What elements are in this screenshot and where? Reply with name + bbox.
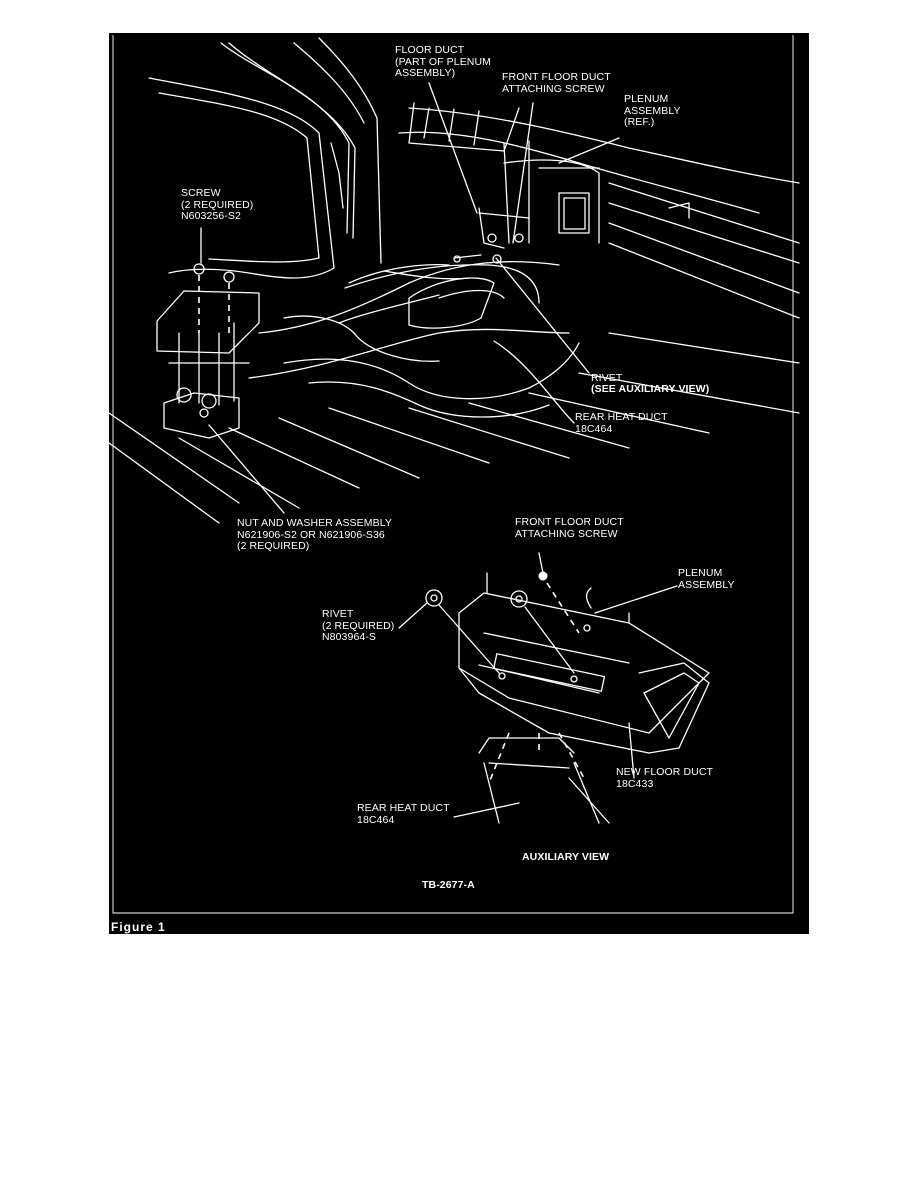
figure-frame: FLOOR DUCT (PART OF PLENUM ASSEMBLY) FRO… xyxy=(109,33,809,934)
see-auxiliary-view-label: (SEE AUXILIARY VIEW) xyxy=(591,383,710,395)
nut-and-washer-label: NUT AND WASHER ASSEMBLY N621906-S2 OR N6… xyxy=(237,517,392,552)
aux-rear-heat-duct-label: REAR HEAT DUCT 18C464 xyxy=(357,802,450,826)
aux-rivet-label: RIVET (2 REQUIRED) N803964-S xyxy=(322,608,395,643)
rear-heat-duct-label: REAR HEAT DUCT 18C464 xyxy=(575,411,668,435)
auxiliary-view-title: AUXILIARY VIEW xyxy=(522,851,610,863)
screw-label: SCREW (2 REQUIRED) N603256-S2 xyxy=(181,187,254,222)
rivet-label: RIVET xyxy=(591,372,623,384)
figure-caption: Figure 1 xyxy=(111,920,166,934)
new-floor-duct-label: NEW FLOOR DUCT 18C433 xyxy=(616,766,714,790)
vehicle-floor-duct-illustration xyxy=(109,35,800,914)
aux-plenum-assembly-label: PLENUM ASSEMBLY xyxy=(678,567,735,591)
figure-code: TB-2677-A xyxy=(422,879,475,891)
plenum-assembly-ref-label: PLENUM ASSEMBLY (REF.) xyxy=(624,93,681,128)
aux-front-floor-duct-screw-label: FRONT FLOOR DUCT ATTACHING SCREW xyxy=(515,516,624,540)
front-floor-duct-screw-label: FRONT FLOOR DUCT ATTACHING SCREW xyxy=(502,71,611,95)
floor-duct-label: FLOOR DUCT (PART OF PLENUM ASSEMBLY) xyxy=(395,44,492,79)
